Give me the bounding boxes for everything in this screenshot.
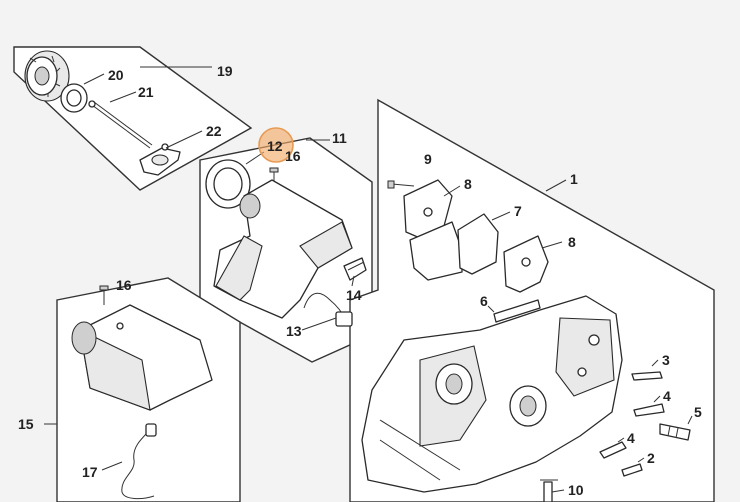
leader-14 [351, 275, 355, 287]
screw-9[interactable] [387, 180, 415, 189]
callout-8-left[interactable]: 8 [464, 176, 472, 192]
selected-part-highlight[interactable] [258, 127, 294, 163]
callout-10[interactable]: 10 [568, 482, 584, 498]
leader-22 [165, 130, 203, 149]
screw-16-left[interactable] [99, 285, 109, 305]
callout-1[interactable]: 1 [570, 171, 578, 187]
leader-8b [541, 241, 563, 249]
callout-5[interactable]: 5 [694, 404, 702, 420]
callout-20[interactable]: 20 [108, 67, 124, 83]
vent-valve[interactable] [343, 257, 367, 281]
callout-16-top[interactable]: 16 [285, 148, 301, 164]
leader-4a [653, 395, 661, 403]
pin-3[interactable] [631, 371, 663, 381]
callout-21[interactable]: 21 [138, 84, 154, 100]
callout-3[interactable]: 3 [662, 352, 670, 368]
leader-3 [651, 359, 659, 367]
fuel-pickup-line[interactable] [88, 100, 153, 149]
fuel-cap[interactable] [24, 50, 70, 102]
leader-21 [109, 91, 137, 103]
leader-6 [487, 305, 495, 313]
stud-6[interactable] [493, 299, 541, 323]
cap-seal-ring[interactable] [60, 83, 88, 113]
leader-4b [617, 437, 625, 443]
callout-14[interactable]: 14 [346, 287, 362, 303]
leader-2 [637, 457, 645, 463]
callout-9[interactable]: 9 [424, 151, 432, 167]
callout-6[interactable]: 6 [480, 293, 488, 309]
pin-2[interactable] [621, 463, 643, 477]
screw-4-lower[interactable] [599, 441, 627, 459]
crankcase-main[interactable] [361, 295, 623, 493]
screw-5[interactable] [659, 423, 691, 441]
gasket-8-right[interactable] [503, 235, 549, 293]
impulse-hose[interactable] [121, 423, 157, 500]
leader-1 [545, 179, 567, 192]
tank-housing[interactable] [213, 179, 353, 319]
callout-8-right[interactable]: 8 [568, 234, 576, 250]
leader-17 [101, 461, 123, 471]
leader-7 [491, 211, 511, 221]
callout-19[interactable]: 19 [217, 63, 233, 79]
leader-20 [83, 73, 105, 85]
leader-10 [551, 489, 565, 493]
callout-13[interactable]: 13 [286, 323, 302, 339]
callout-16-left[interactable]: 16 [116, 277, 132, 293]
leader-8a [443, 185, 461, 197]
air-filter-housing[interactable] [71, 304, 213, 411]
intake-plate-7[interactable] [409, 213, 499, 281]
callout-4-upper[interactable]: 4 [663, 388, 671, 404]
leader-13 [301, 317, 337, 331]
screw-4-upper[interactable] [633, 403, 665, 417]
callout-11[interactable]: 11 [332, 130, 347, 146]
callout-2[interactable]: 2 [647, 450, 655, 466]
callout-12[interactable]: 12 [267, 138, 283, 154]
callout-17[interactable]: 17 [82, 464, 98, 480]
fuel-hose[interactable] [303, 292, 353, 327]
callout-7[interactable]: 7 [514, 203, 522, 219]
callout-15[interactable]: 15 [18, 416, 34, 432]
callout-22[interactable]: 22 [206, 123, 222, 139]
panel-fuel-cap-assembly [13, 46, 253, 191]
callout-4-lower[interactable]: 4 [627, 430, 635, 446]
leader-5 [687, 415, 693, 425]
tank-gasket[interactable] [205, 159, 251, 209]
